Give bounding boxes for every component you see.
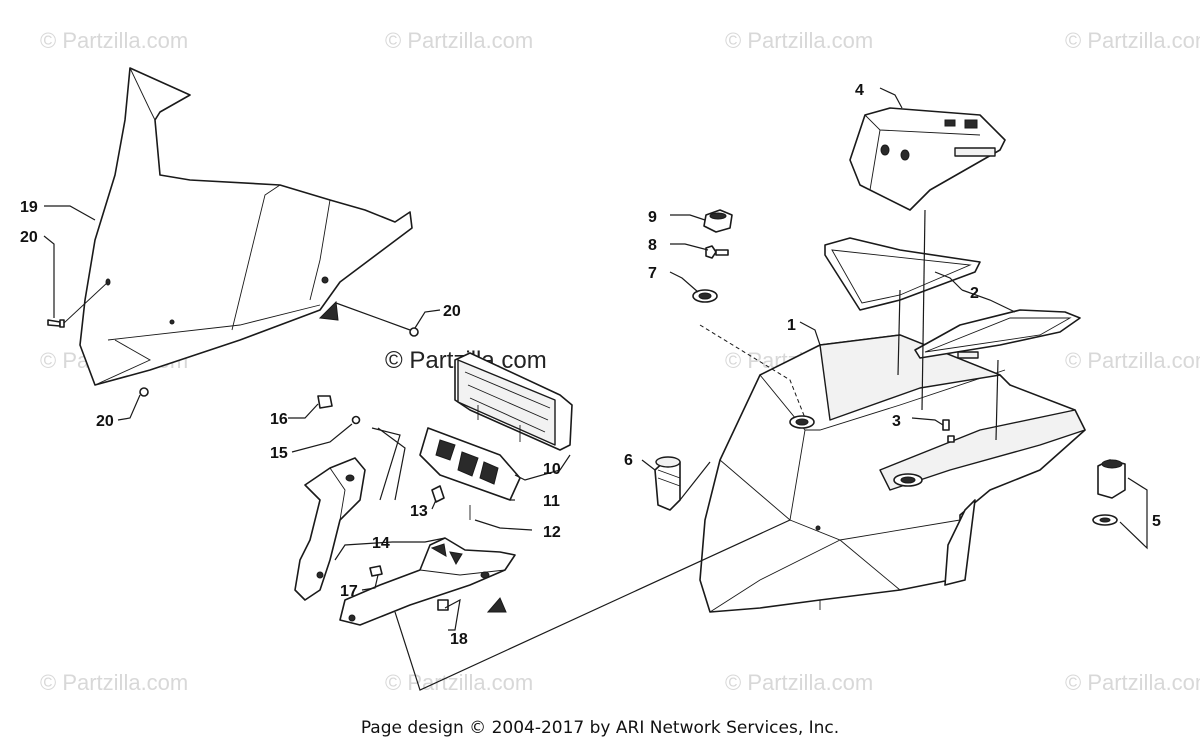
hood-part — [699, 334, 1086, 613]
callout-8: 8 — [648, 237, 657, 254]
watermark: © Partzilla.com — [40, 670, 188, 695]
mount-bracket-part — [294, 457, 516, 626]
reference-arrow — [486, 597, 507, 613]
callout-10: 10 — [543, 461, 561, 478]
callout-18: 18 — [450, 631, 468, 648]
callout-19: 19 — [20, 199, 38, 216]
washer-part — [139, 327, 419, 397]
bracket-part — [419, 427, 521, 520]
socket-part — [1092, 459, 1126, 526]
watermark: © Partzilla.com — [725, 670, 873, 695]
watermark: © Partzilla.com — [1065, 28, 1200, 53]
windshield-part — [79, 67, 413, 386]
callout-15: 15 — [270, 445, 288, 462]
callout-1: 1 — [787, 317, 796, 334]
lens-part — [824, 237, 1081, 359]
storage-box-part — [849, 107, 1006, 211]
callout-17: 17 — [340, 583, 358, 600]
callout-labels: 1 2 3 4 5 6 7 8 9 10 11 12 13 14 15 16 1… — [20, 82, 1161, 648]
watermark: © Partzilla.com — [725, 28, 873, 53]
ignition-cap-part — [703, 209, 733, 233]
watermark-grid: © Partzilla.com © Partzilla.com © Partzi… — [40, 28, 1200, 695]
watermark: © Partzilla.com — [1065, 670, 1200, 695]
callout-7: 7 — [648, 265, 657, 282]
screw-part — [47, 281, 109, 328]
callout-13: 13 — [410, 503, 428, 520]
callout-11: 11 — [543, 493, 560, 510]
watermark: © Partzilla.com — [1065, 348, 1200, 373]
footer-copyright: Page design © 2004-2017 by ARI Network S… — [360, 718, 840, 738]
callout-12: 12 — [543, 524, 561, 541]
watermark: © Partzilla.com — [385, 28, 533, 53]
bezel-part — [692, 289, 718, 303]
callout-6: 6 — [624, 452, 633, 469]
reference-arrow — [318, 300, 339, 321]
callout-20: 20 — [20, 229, 38, 246]
callout-4: 4 — [855, 82, 864, 99]
callout-3: 3 — [892, 413, 901, 430]
key-part — [705, 245, 729, 259]
callout-2: 2 — [970, 285, 979, 302]
callout-16: 16 — [270, 411, 288, 428]
screw-part — [942, 419, 955, 443]
callout-20: 20 — [443, 303, 461, 320]
callout-5: 5 — [1152, 513, 1161, 530]
leader-lines — [43, 87, 1148, 691]
callout-9: 9 — [648, 209, 657, 226]
watermark: © Partzilla.com — [40, 28, 188, 53]
callout-20: 20 — [96, 413, 114, 430]
callout-14: 14 — [372, 535, 390, 552]
watermark: © Partzilla.com — [385, 670, 533, 695]
gauge-part — [454, 352, 573, 451]
switch-part — [654, 456, 681, 511]
